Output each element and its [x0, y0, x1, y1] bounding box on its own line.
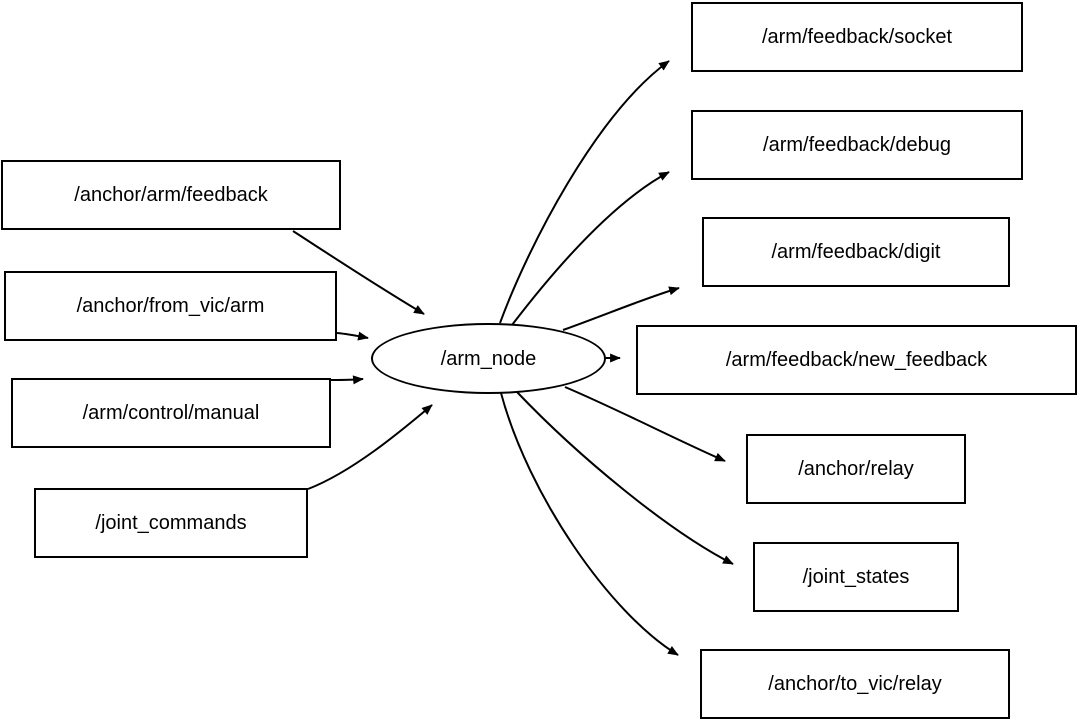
topic-label: /arm/control/manual	[82, 402, 260, 424]
topic-node-arm-control-manual[interactable]: /arm/control/manual	[11, 378, 331, 448]
topic-label: /joint_states	[802, 566, 910, 588]
edge-joint-commands-to-arm-node	[307, 404, 433, 490]
topic-node-arm-feedback-digit[interactable]: /arm/feedback/digit	[702, 217, 1010, 287]
topic-label: /arm/feedback/digit	[771, 241, 941, 263]
topic-label: /anchor/from_vic/arm	[76, 295, 265, 317]
topic-label: /arm/feedback/socket	[761, 26, 953, 48]
topic-node-joint-states[interactable]: /joint_states	[753, 542, 959, 612]
topic-label: /anchor/to_vic/relay	[768, 673, 942, 695]
topic-node-arm-feedback-socket[interactable]: /arm/feedback/socket	[691, 2, 1023, 72]
topic-node-arm-feedback-new-feedback[interactable]: /arm/feedback/new_feedback	[636, 325, 1077, 395]
topic-node-arm-feedback-debug[interactable]: /arm/feedback/debug	[691, 110, 1023, 180]
topic-label: /arm/feedback/new_feedback	[725, 349, 988, 371]
topic-label: /joint_commands	[95, 512, 247, 534]
topic-node-anchor-from-vic-arm[interactable]: /anchor/from_vic/arm	[4, 271, 337, 341]
edge-arm-node-to-anchor-relay	[564, 386, 726, 462]
node-arm-node[interactable]: /arm_node	[371, 323, 606, 394]
edge-anchor-arm-feedback-to-arm-node	[292, 230, 425, 315]
edge-arm-node-to-arm-feedback-debug	[511, 171, 670, 326]
edge-arm-node-to-anchor-to-vic-relay	[500, 392, 679, 656]
edge-anchor-from-vic-arm-to-arm-node	[336, 331, 369, 341]
topic-label: /arm/feedback/debug	[763, 134, 951, 156]
edge-arm-node-to-arm-feedback-socket	[499, 60, 670, 324]
edge-arm-node-to-arm-feedback-digit	[562, 286, 680, 331]
node-label: /arm_node	[440, 347, 537, 370]
topic-node-anchor-arm-feedback[interactable]: /anchor/arm/feedback	[1, 160, 341, 230]
edge-arm-node-to-joint-states	[516, 391, 734, 565]
topic-node-anchor-to-vic-relay[interactable]: /anchor/to_vic/relay	[700, 649, 1010, 719]
topic-label: /anchor/relay	[798, 458, 914, 480]
edge-arm-control-manual-to-arm-node	[330, 375, 364, 385]
topic-node-anchor-relay[interactable]: /anchor/relay	[746, 434, 966, 504]
topic-node-joint-commands[interactable]: /joint_commands	[34, 488, 308, 558]
topic-label: /anchor/arm/feedback	[74, 184, 268, 206]
